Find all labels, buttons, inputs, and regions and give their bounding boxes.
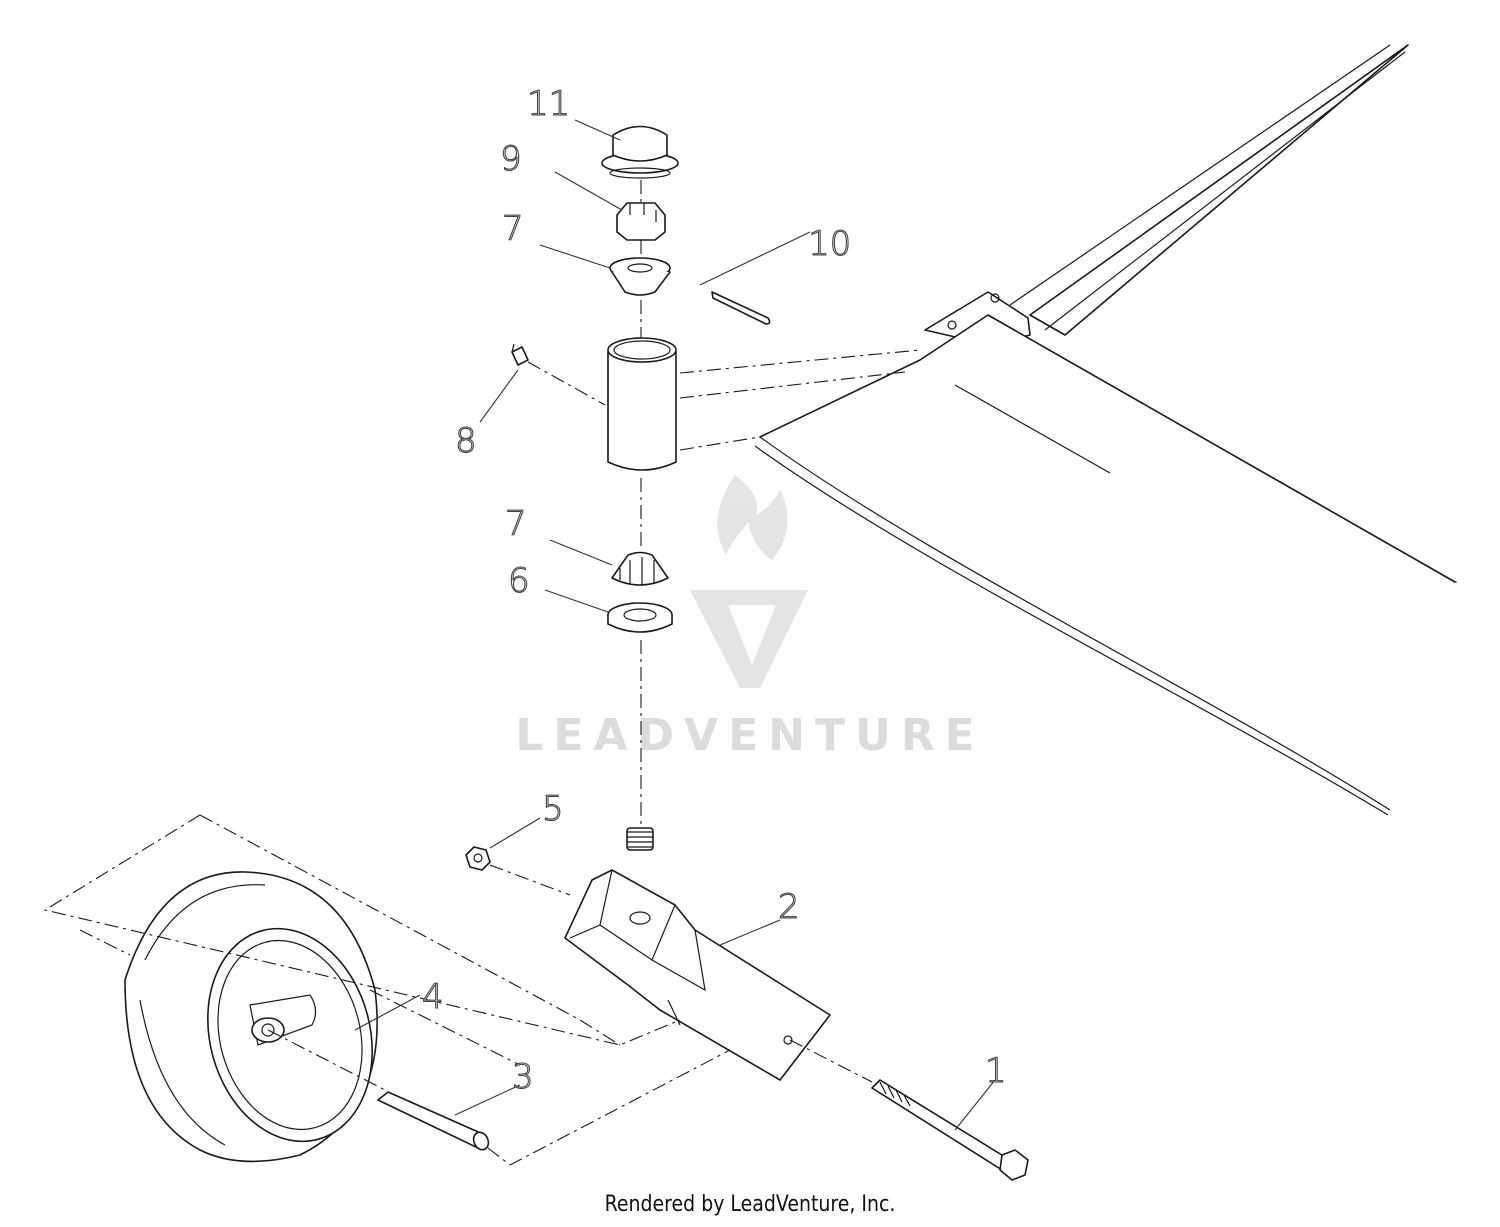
mower-deck [754,44,1457,816]
callout-7-bottom: 7 [505,504,527,544]
wheel [124,871,378,1163]
callout-9: 9 [500,139,522,179]
hex-nut [465,846,491,871]
castle-nut [616,202,666,241]
callout-6: 6 [508,561,530,601]
footer-credit: Rendered by LeadVenture, Inc. [604,1192,896,1217]
grease-fitting [511,343,529,366]
assembly-lines [43,361,873,1166]
watermark-text: LEADVENTURE [515,710,984,761]
leader-lines [354,119,996,1131]
callout-5: 5 [542,789,564,829]
callout-11: 11 [527,84,570,124]
callout-8: 8 [455,421,477,461]
callout-4: 4 [422,977,444,1017]
bearing-cone-bottom [611,551,669,586]
cotter-pin [711,291,771,325]
callout-7-top: 7 [502,209,524,249]
axle-bolt [871,1079,1029,1181]
dust-cap [601,125,679,179]
callout-10: 10 [808,224,851,264]
caster-yoke [564,869,831,1081]
axle-spacer [377,1091,490,1151]
callout-1: 1 [985,1051,1007,1091]
bearing-cone-top [609,257,671,296]
callout-3: 3 [512,1057,534,1097]
washer [607,602,673,633]
leadventure-logo-watermark: LEADVENTURE [515,475,984,761]
threaded-stem [626,827,654,851]
caster-tube [607,337,677,471]
callouts: 11 9 7 10 8 7 6 5 2 4 3 1 [421,83,1007,1097]
caster-arm [679,349,921,451]
callout-2: 2 [778,887,800,927]
